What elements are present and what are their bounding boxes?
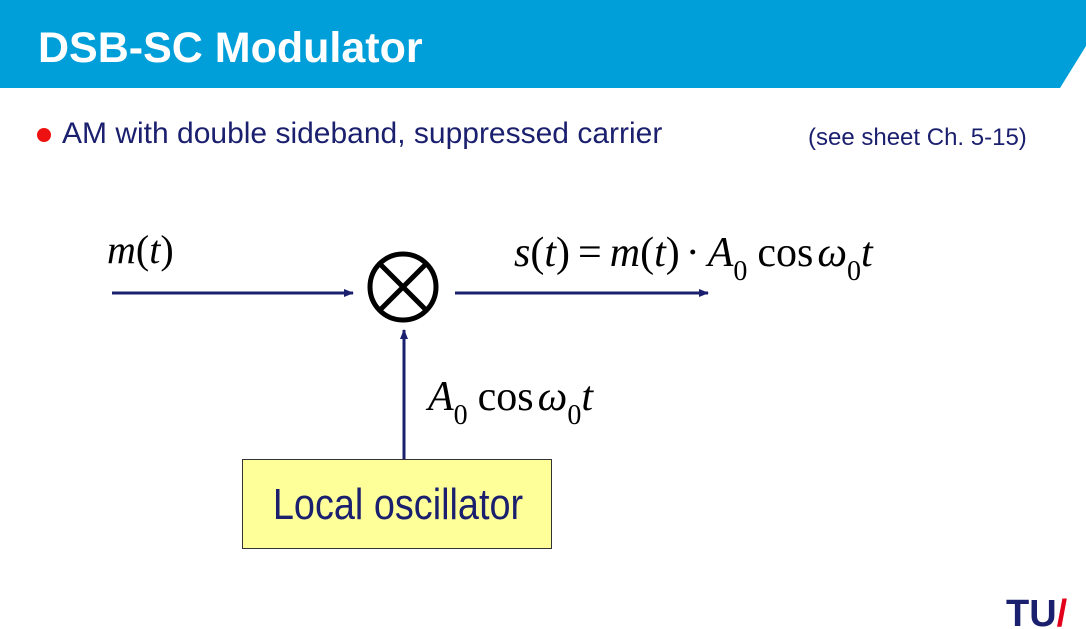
reference-note: (see sheet Ch. 5-15) <box>808 124 1027 151</box>
slide-title: DSB-SC Modulator <box>38 24 423 72</box>
local-oscillator-block: Local oscillator <box>242 459 552 549</box>
title-bar <box>0 0 1086 88</box>
logo-text: TU <box>1006 596 1057 629</box>
bullet-dot <box>37 128 51 142</box>
bullet-text: AM with double sideband, suppressed carr… <box>62 117 663 150</box>
university-logo: TU/ <box>1006 596 1067 629</box>
local-oscillator-label: Local oscillator <box>272 480 524 529</box>
logo-slash: / <box>1056 596 1068 629</box>
multiplier-icon <box>367 251 439 323</box>
input-signal-label: m(t) <box>107 227 174 272</box>
